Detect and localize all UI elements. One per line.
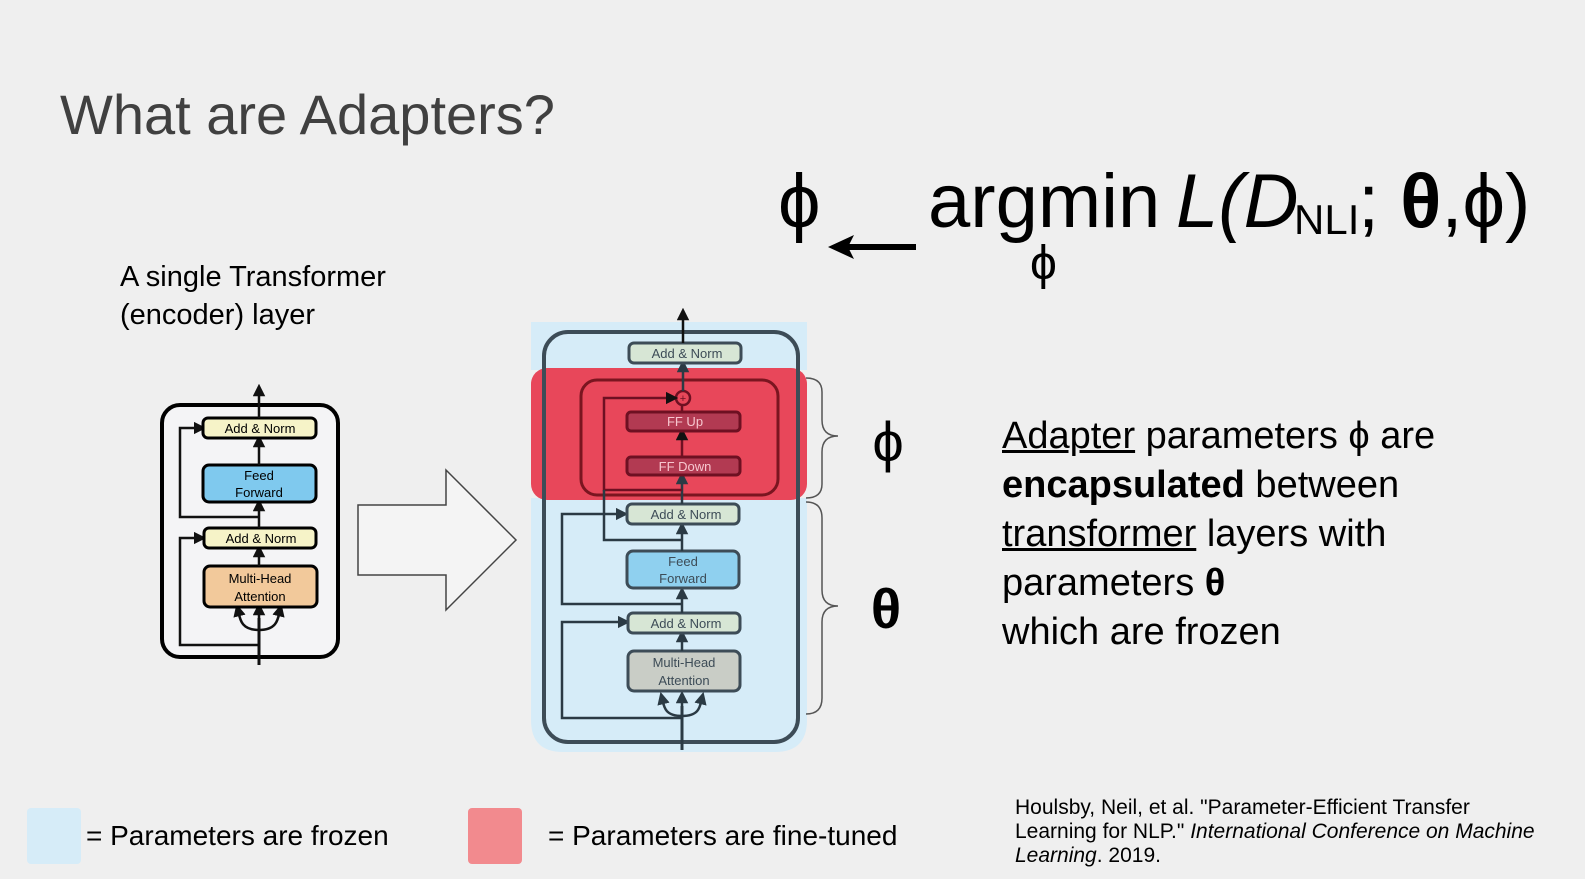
- svg-text:Add & Norm: Add & Norm: [652, 346, 723, 361]
- adapter-layer-diagram: Multi-Head Attention Add & Norm Feed For…: [531, 307, 807, 752]
- ff-down-block: [625, 455, 742, 477]
- objective-equation: ϕ argmin ϕ L(D NLI ; θ,ϕ): [778, 158, 1578, 298]
- phi-brace-icon: [805, 377, 839, 499]
- svg-text:FF Up: FF Up: [667, 414, 703, 429]
- svg-text:Feed: Feed: [668, 554, 698, 569]
- slide-title: What are Adapters?: [60, 83, 555, 146]
- legend-frozen-text: = Parameters are frozen: [86, 820, 389, 851]
- svg-text:Add & Norm: Add & Norm: [651, 616, 722, 631]
- encapsulated-term: encapsulated: [1002, 464, 1245, 506]
- svg-text:Forward: Forward: [659, 571, 707, 586]
- mha-block: [202, 564, 319, 609]
- svg-text:Add & Norm: Add & Norm: [651, 507, 722, 522]
- fine-tuned-region: [531, 368, 807, 500]
- legend-frozen-swatch: [27, 808, 81, 864]
- svg-text:Add & Norm: Add & Norm: [225, 421, 296, 436]
- brace-phi-label: ϕ: [872, 410, 903, 473]
- equation-nli-subscript: NLI: [1294, 196, 1360, 243]
- add-norm-bottom: [626, 611, 742, 635]
- equation-theta: θ: [1400, 159, 1442, 244]
- equation-argmin: argmin: [928, 159, 1161, 244]
- equation-params: ; θ,ϕ): [1358, 159, 1531, 244]
- big-right-arrow-icon: [357, 468, 518, 612]
- layer-outline: [542, 330, 800, 744]
- equation-loss: L(D: [1176, 159, 1299, 244]
- add-norm-top: [627, 341, 743, 365]
- svg-text:Feed: Feed: [244, 468, 274, 483]
- brace-theta-label: θ: [871, 577, 901, 640]
- theta-brace-icon: [805, 501, 839, 715]
- adapter-description: Adapter parameters ϕ are encapsulated be…: [1002, 415, 1436, 653]
- svg-text:+: +: [680, 393, 686, 405]
- layer-caption: A single Transformer (encoder) layer: [120, 261, 386, 331]
- left-arrow-icon: [828, 192, 918, 279]
- svg-text:Attention: Attention: [658, 673, 709, 688]
- svg-text:FF Down: FF Down: [659, 459, 712, 474]
- svg-text:Multi-Head: Multi-Head: [653, 655, 716, 670]
- legend-fine-tuned-swatch: [468, 808, 522, 864]
- legend-fine-tuned-text: = Parameters are fine-tuned: [548, 820, 898, 851]
- mha-block: [626, 649, 742, 693]
- equation-phi: ϕ: [778, 159, 821, 244]
- ff-up-block: [625, 410, 742, 433]
- svg-text:Forward: Forward: [235, 485, 283, 500]
- adapter-outline: [579, 378, 780, 497]
- theta-symbol: θ: [1204, 562, 1226, 604]
- transformer-layer-diagram: Multi-Head Attention Add & Norm Feed For…: [160, 383, 340, 665]
- svg-text:Multi-Head: Multi-Head: [229, 571, 292, 586]
- svg-text:Attention: Attention: [234, 589, 285, 604]
- adapter-term: Adapter: [1002, 415, 1136, 457]
- svg-text:Add & Norm: Add & Norm: [226, 531, 297, 546]
- transformer-term: transformer: [1002, 513, 1197, 555]
- citation: Houlsby, Neil, et al. "Parameter-Efficie…: [1015, 796, 1535, 867]
- equation-argmin-subscript: ϕ: [1030, 237, 1057, 290]
